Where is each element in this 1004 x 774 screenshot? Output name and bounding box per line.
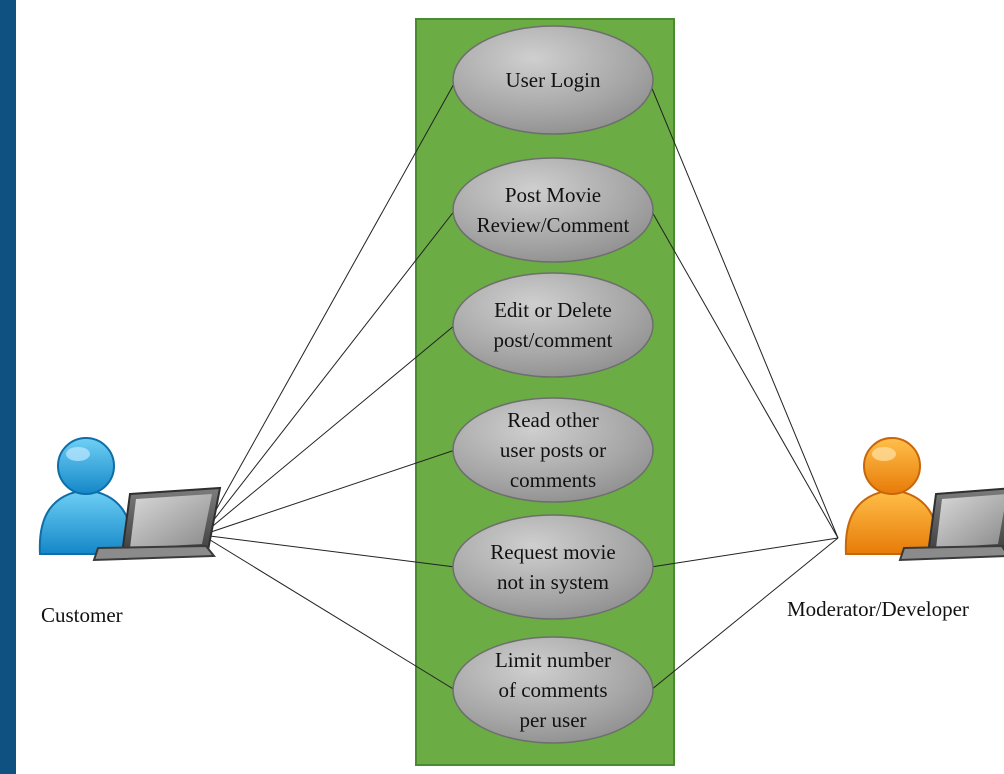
use-case-request: Request movie not in system — [452, 514, 654, 620]
use-case-label: User Login — [505, 68, 601, 92]
association-customer-edit — [201, 324, 456, 536]
moderator-label: Moderator/Developer — [787, 597, 969, 621]
use-case-label: Read other — [507, 408, 599, 432]
use-case-ellipse — [452, 397, 654, 503]
association-moderator-post — [650, 209, 839, 539]
use-case-login: User Login — [452, 25, 654, 135]
use-case-label: Review/Comment — [477, 213, 630, 237]
association-moderator-limit — [650, 537, 839, 691]
association-lines — [201, 81, 839, 691]
association-customer-limit — [201, 534, 456, 691]
use-case-label: Request movie — [490, 540, 615, 564]
customer-label: Customer — [41, 603, 123, 627]
association-moderator-request — [650, 537, 839, 568]
association-customer-read — [201, 449, 456, 536]
use-case-read: Read other user posts or comments — [452, 397, 654, 503]
use-case-edit: Edit or Delete post/comment — [452, 272, 654, 378]
use-case-label: Edit or Delete — [494, 298, 612, 322]
use-case-label: user posts or — [500, 438, 606, 462]
use-case-label: of comments — [498, 678, 607, 702]
association-moderator-login — [650, 85, 839, 539]
use-case-label: comments — [510, 468, 596, 492]
use-case-ellipse — [452, 25, 654, 135]
use-case-label: Limit number — [495, 648, 611, 672]
use-case-ellipse — [452, 514, 654, 620]
association-customer-login — [201, 81, 456, 536]
use-case-ellipse — [452, 272, 654, 378]
use-case-label: Post Movie — [505, 183, 601, 207]
use-case-label: not in system — [497, 570, 609, 594]
use-case-label: per user — [519, 708, 586, 732]
use-case-limit: Limit number of comments per user — [452, 636, 654, 744]
use-case-ellipse — [452, 157, 654, 263]
customer-actor-icon — [38, 437, 222, 562]
association-customer-request — [201, 534, 456, 568]
use-case-ellipse — [452, 636, 654, 744]
use-case-label: post/comment — [494, 328, 613, 352]
association-customer-post — [201, 209, 456, 536]
moderator-actor-icon — [844, 437, 1004, 562]
